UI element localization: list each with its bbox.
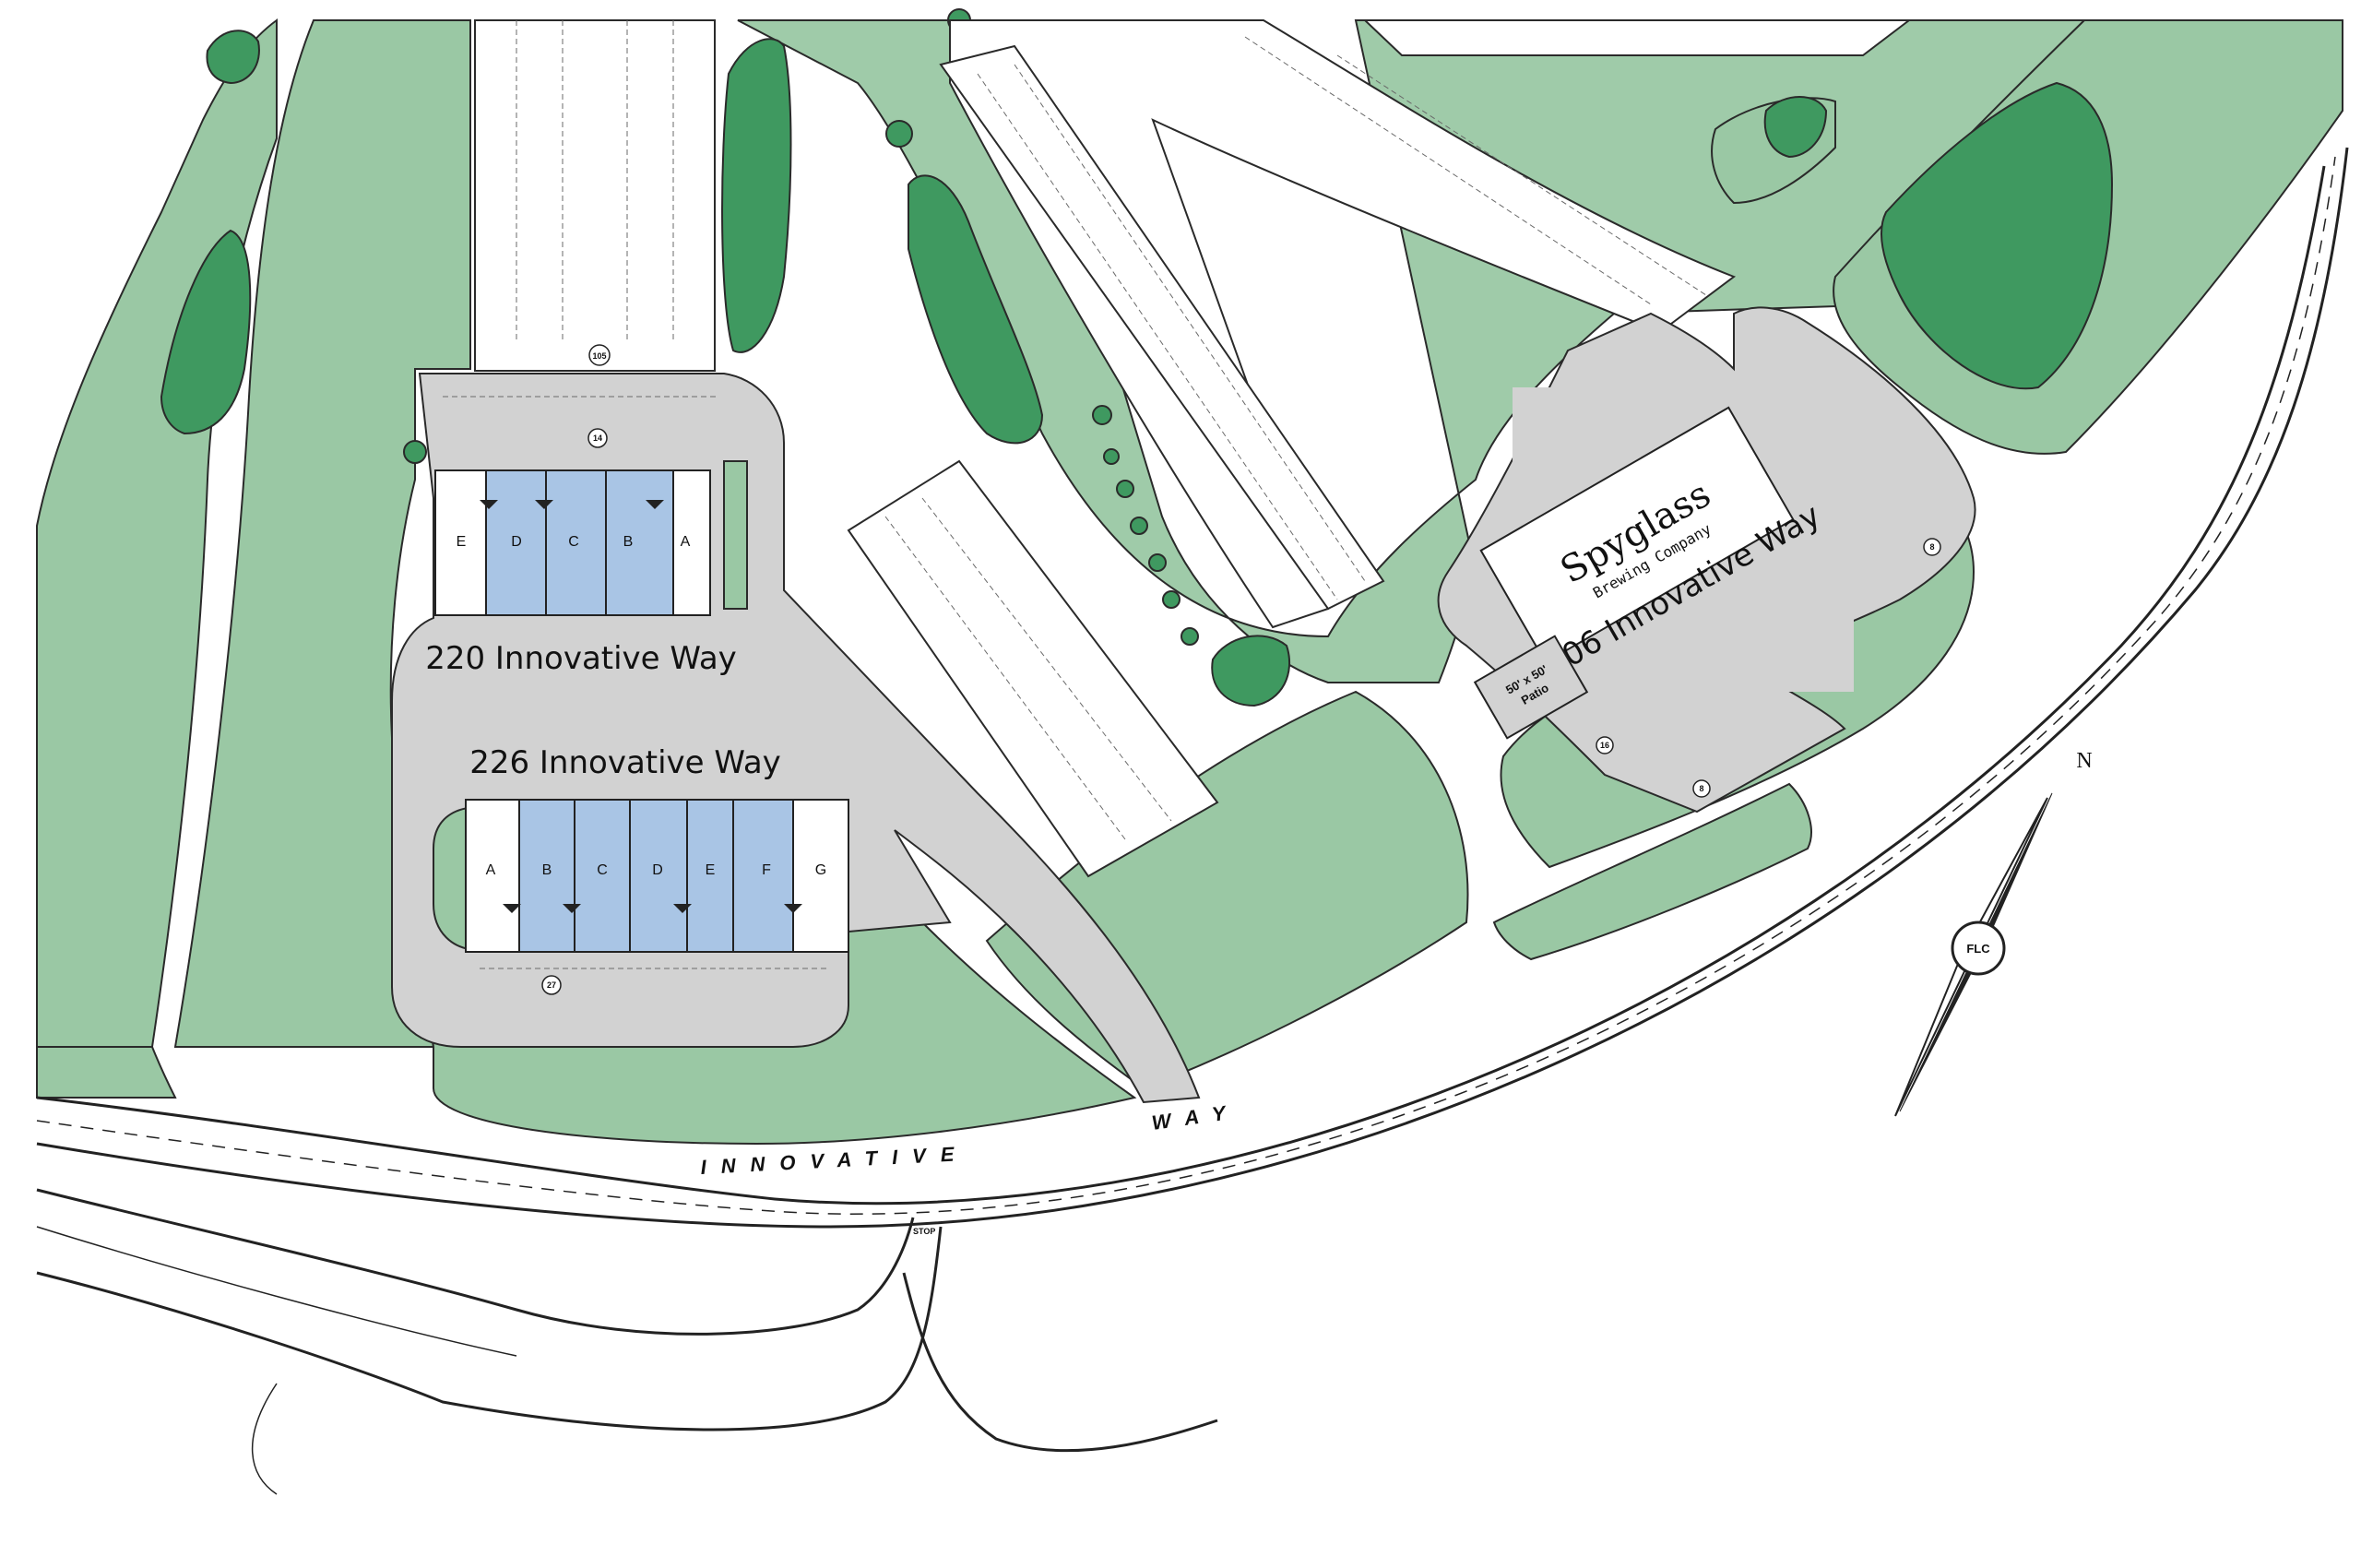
lot-number-marker <box>588 344 611 366</box>
stop-label: STOP <box>913 1227 935 1236</box>
unit-label-220-a: A <box>681 534 691 550</box>
unit-label-220-b: B <box>623 534 634 550</box>
unit-label-220-d: D <box>511 534 522 550</box>
parking-count-220: 14 <box>593 434 602 443</box>
road-label-innovative: INNOVATIVE <box>700 1142 969 1179</box>
spyglass-building[interactable] <box>1479 406 1795 664</box>
tree-stands <box>160 8 2114 707</box>
building-220[interactable]: E D C B A <box>434 469 711 616</box>
unit-226-c[interactable] <box>574 799 631 953</box>
parking-count-marker-306-b <box>1596 736 1614 754</box>
north-parking-lots: 105 <box>474 19 1912 878</box>
parking-count-marker-220 <box>587 428 608 448</box>
unit-label-226-f: F <box>762 862 771 878</box>
building-226[interactable]: A B C D E F G <box>465 799 849 953</box>
unit-220-a[interactable] <box>672 469 711 616</box>
unit-label-226-e: E <box>706 862 716 878</box>
innovative-way-road <box>36 147 2349 1495</box>
address-220: 220 Innovative Way <box>425 640 737 677</box>
patio-area <box>1473 635 1589 740</box>
unit-label-226-a: A <box>486 862 496 878</box>
lot-number: 105 <box>592 351 606 361</box>
parking-count-226: 27 <box>547 980 556 990</box>
parking-count-marker-306-c <box>1692 779 1711 798</box>
unit-226-g[interactable] <box>792 799 849 953</box>
address-226: 226 Innovative Way <box>469 744 781 781</box>
road-label-way: WAY <box>1150 1099 1241 1134</box>
door-icon <box>503 904 802 913</box>
stall-lines <box>516 20 674 341</box>
unit-226-a[interactable] <box>465 799 520 953</box>
unit-label-226-b: B <box>542 862 552 878</box>
compass-north-label: N <box>2076 749 2092 773</box>
compass-logo: FLC <box>1966 942 1990 956</box>
unit-label-226-d: D <box>652 862 663 878</box>
stall-lines-226 <box>443 396 830 969</box>
north-compass: FLC N <box>1894 749 2093 1117</box>
unit-label-220-c: C <box>568 534 579 550</box>
parking-count-306-a: 8 <box>1929 542 1934 552</box>
unit-220-c[interactable] <box>545 469 607 616</box>
unit-220-d[interactable] <box>485 469 547 616</box>
unit-label-220-e: E <box>457 534 467 550</box>
unit-226-b[interactable] <box>518 799 575 953</box>
compass-logo-circle <box>1951 921 2006 976</box>
parking-count-marker-306-a <box>1923 538 1941 556</box>
unit-label-226-c: C <box>597 862 608 878</box>
parking-count-306-c: 8 <box>1699 784 1703 793</box>
parking-count-306-b: 16 <box>1600 741 1609 750</box>
unit-226-e[interactable] <box>686 799 734 953</box>
unit-label-226-g: G <box>815 862 826 878</box>
unit-220-b[interactable] <box>605 469 674 616</box>
parking-count-marker-226 <box>541 975 562 995</box>
